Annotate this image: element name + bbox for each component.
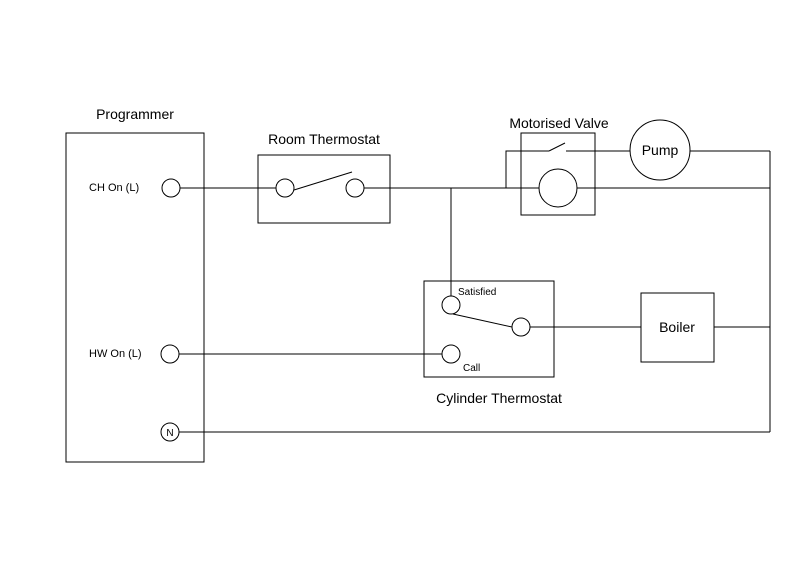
neutral-label: N bbox=[166, 428, 173, 439]
cylinder-stat-switch-arm bbox=[452, 313, 513, 328]
pump-label: Pump bbox=[642, 142, 679, 158]
call-terminal bbox=[441, 344, 461, 364]
ch-on-terminal bbox=[161, 178, 181, 198]
satisfied-label: Satisfied bbox=[458, 287, 496, 298]
valve-switch-arm bbox=[548, 142, 566, 152]
programmer-label: Programmer bbox=[96, 106, 174, 122]
room-thermostat-box bbox=[257, 154, 391, 224]
hw-on-terminal bbox=[160, 344, 180, 364]
hw-on-label: HW On (L) bbox=[89, 348, 142, 360]
room-thermostat-label: Room Thermostat bbox=[268, 131, 380, 147]
boiler-box bbox=[640, 292, 715, 363]
cylinder-thermostat-box bbox=[423, 280, 555, 378]
motorised-valve-label: Motorised Valve bbox=[509, 115, 609, 131]
cylinder-stat-common-terminal bbox=[511, 317, 531, 337]
pump-circle bbox=[629, 119, 691, 181]
room-stat-switch-arm bbox=[293, 171, 353, 191]
programmer-box bbox=[65, 132, 205, 463]
neutral-terminal bbox=[160, 422, 180, 442]
room-stat-terminal-left bbox=[275, 178, 295, 198]
valve-motor-circle bbox=[538, 168, 578, 208]
boiler-label: Boiler bbox=[659, 319, 695, 335]
motorised-valve-box bbox=[520, 132, 596, 216]
call-label: Call bbox=[463, 363, 480, 374]
ch-on-label: CH On (L) bbox=[89, 182, 139, 194]
room-stat-terminal-right bbox=[345, 178, 365, 198]
wire-valve-switch-left bbox=[505, 150, 549, 188]
cylinder-thermostat-label: Cylinder Thermostat bbox=[436, 390, 562, 406]
satisfied-terminal bbox=[441, 295, 461, 315]
